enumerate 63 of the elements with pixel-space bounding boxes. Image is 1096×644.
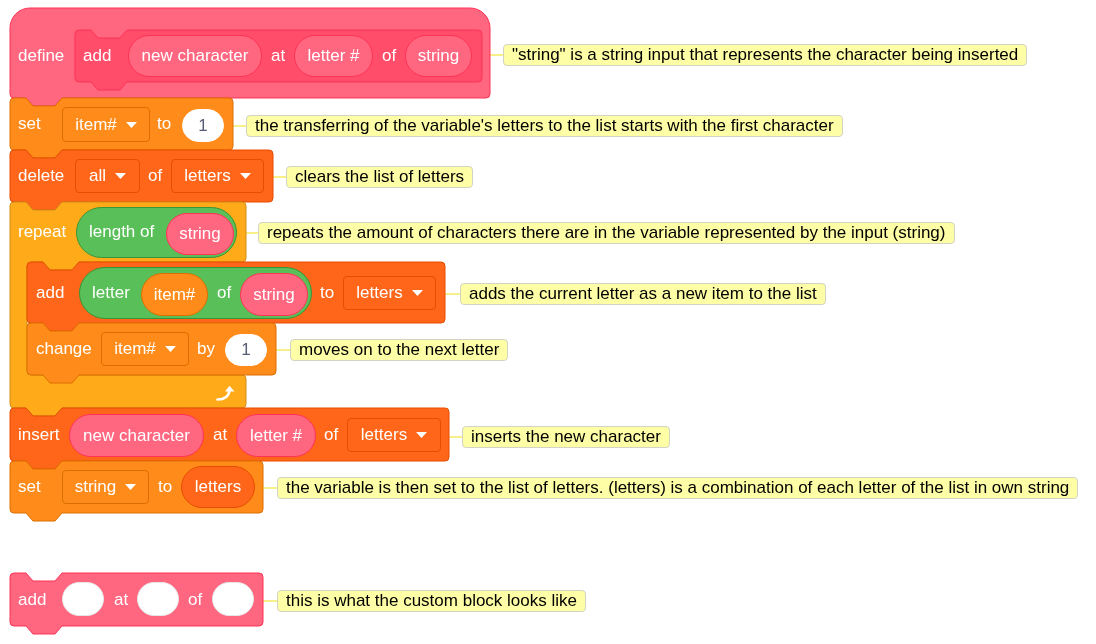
dropdown-menu: letters — [171, 159, 264, 193]
comment-note: adds the current letter as a new item to the list — [460, 283, 826, 305]
comment-note: inserts the new character — [462, 426, 670, 448]
command-label: set — [18, 477, 41, 497]
comment-note: "string" is a string input that represents the character being inserted — [503, 44, 1028, 66]
command-label: at — [213, 425, 228, 445]
comment-connector — [245, 232, 259, 234]
comment-note: this is what the custom block looks like — [277, 590, 586, 612]
comment-connector — [262, 487, 278, 489]
command-label: of — [324, 425, 339, 445]
comment-connector — [232, 125, 247, 127]
command-label: of — [188, 590, 203, 610]
command-block — [10, 461, 263, 521]
command-label: set — [18, 114, 41, 134]
reporter-label: letter — [92, 283, 130, 303]
argument-reporter: string — [240, 273, 308, 316]
comment-note: moves on to the next letter — [290, 339, 509, 361]
argument-reporter: string — [166, 213, 234, 255]
argument-reporter: new character — [69, 414, 204, 457]
comment-connector — [275, 349, 291, 351]
command-label: add — [36, 283, 65, 303]
command-label: to — [158, 477, 173, 497]
command-block — [27, 262, 445, 331]
command-label: at — [114, 590, 129, 610]
command-label: of — [382, 46, 397, 66]
comment-connector — [272, 176, 287, 178]
comment-note: the transferring of the variable's letters to the list starts with the first character — [246, 115, 843, 137]
command-label: at — [271, 46, 286, 66]
command-label: repeat — [18, 222, 67, 242]
operator-reporter — [76, 207, 237, 258]
custom-block-prototype — [75, 30, 482, 90]
command-label: by — [197, 339, 215, 359]
command-label: insert — [18, 425, 60, 445]
comment-connector — [262, 600, 278, 602]
reporter-label: length of — [89, 222, 155, 242]
command-label: of — [148, 166, 163, 186]
dropdown-menu: all — [75, 159, 140, 193]
variable-reporter: item# — [141, 273, 208, 316]
comment-connector — [489, 54, 504, 56]
command-label: to — [157, 114, 172, 134]
comment-note: the variable is then set to the list of letters. (letters) is a combination of each letter of the list in own string — [277, 477, 1079, 499]
argument-reporter: new character — [128, 35, 262, 77]
custom-block — [10, 573, 263, 634]
define-hat-block — [10, 8, 490, 106]
dropdown-menu: letters — [343, 276, 436, 310]
command-block — [10, 408, 449, 469]
command-label: change — [36, 339, 92, 359]
command-label: define — [18, 46, 65, 66]
command-label: add — [18, 590, 47, 610]
reporter-label: of — [217, 283, 232, 303]
command-label: add — [83, 46, 112, 66]
comment-connector — [448, 436, 463, 438]
dropdown-menu: item# — [62, 107, 150, 142]
command-block — [27, 323, 276, 383]
operator-reporter — [79, 267, 312, 319]
command-label: delete — [18, 166, 65, 186]
command-label: to — [320, 283, 335, 303]
dropdown-menu: letters — [347, 418, 441, 452]
comment-note: clears the list of letters — [286, 166, 474, 188]
comment-connector — [444, 293, 461, 295]
comment-note: repeats the amount of characters there are in the variable represented by the input (string) — [258, 222, 955, 244]
dropdown-menu: item# — [101, 332, 189, 366]
dropdown-menu: string — [62, 470, 149, 504]
